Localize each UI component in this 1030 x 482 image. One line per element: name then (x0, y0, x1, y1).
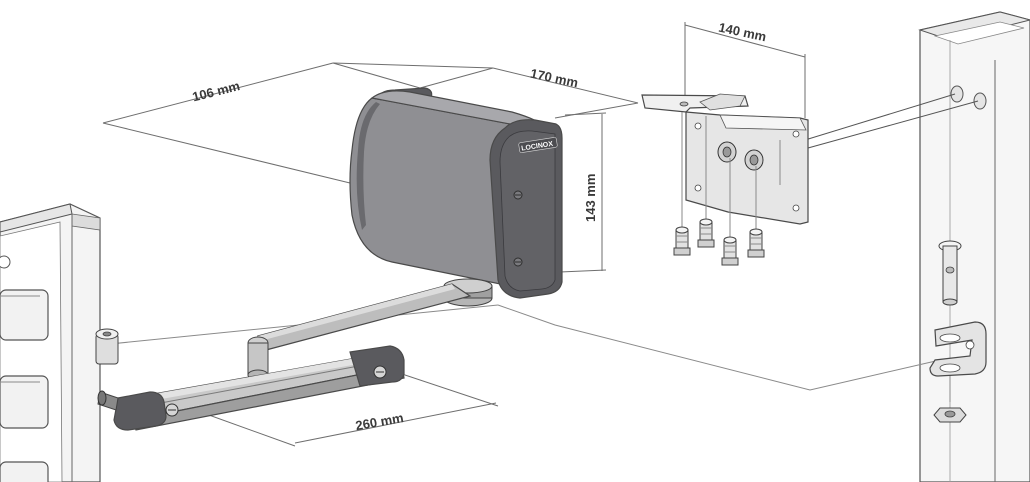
bolt-3 (721, 236, 739, 266)
upper-arm (247, 283, 472, 381)
bolt-2 (697, 218, 715, 248)
brand-logo: LOCINOX (521, 141, 554, 153)
dimension-lines (102, 22, 806, 447)
bolt-4 (747, 228, 765, 258)
slide-rail (95, 328, 405, 431)
dimension-label-height: 143 mm (583, 174, 598, 222)
mounting-bracket (641, 93, 809, 238)
closer-housing: LOCINOX (349, 87, 563, 307)
bolt-1 (673, 226, 691, 256)
gate-frame-left (0, 203, 101, 482)
dimension-label-depth: 170 mm (529, 66, 579, 91)
bolts (673, 218, 765, 266)
hinge-assembly (929, 240, 987, 423)
dimension-label-width: 106 mm (191, 78, 242, 104)
dimension-label-arm-length: 260 mm (354, 410, 404, 433)
